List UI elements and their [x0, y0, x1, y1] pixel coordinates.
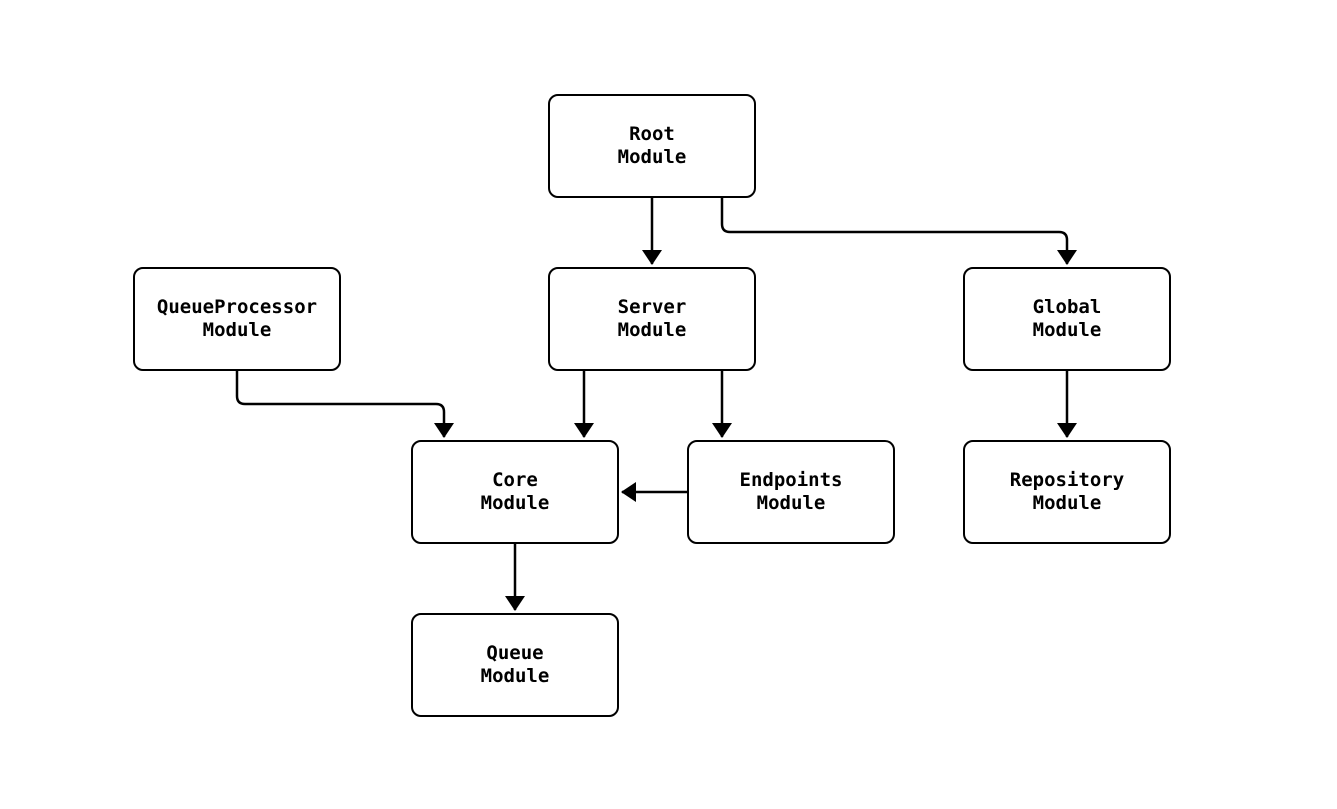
node-label: Module — [617, 319, 687, 341]
node-label: Endpoints — [739, 469, 843, 491]
node-core-module: Core Module — [411, 440, 619, 544]
node-queue-module: Queue Module — [411, 613, 619, 717]
node-label: Root — [629, 123, 675, 145]
node-label: QueueProcessor — [156, 296, 318, 318]
node-label: Server — [617, 296, 687, 318]
node-label: Global — [1032, 296, 1102, 318]
edge-root-to-global — [720, 198, 1077, 265]
node-queueprocessor-module: QueueProcessor Module — [133, 267, 341, 371]
node-label: Module — [617, 146, 687, 168]
node-label: Module — [1032, 319, 1102, 341]
node-label: Queue — [486, 642, 544, 664]
node-label: Module — [480, 492, 550, 514]
node-repository-module: Repository Module — [963, 440, 1171, 544]
node-label: Module — [202, 319, 272, 341]
node-label: Module — [756, 492, 826, 514]
node-label: Repository — [1009, 469, 1125, 491]
node-label: Module — [480, 665, 550, 687]
node-label: Core — [492, 469, 538, 491]
node-endpoints-module: Endpoints Module — [687, 440, 895, 544]
node-root-module: Root Module — [548, 94, 756, 198]
node-label: Module — [1032, 492, 1102, 514]
node-global-module: Global Module — [963, 267, 1171, 371]
node-server-module: Server Module — [548, 267, 756, 371]
edge-queueprocessor-to-core — [235, 371, 454, 438]
